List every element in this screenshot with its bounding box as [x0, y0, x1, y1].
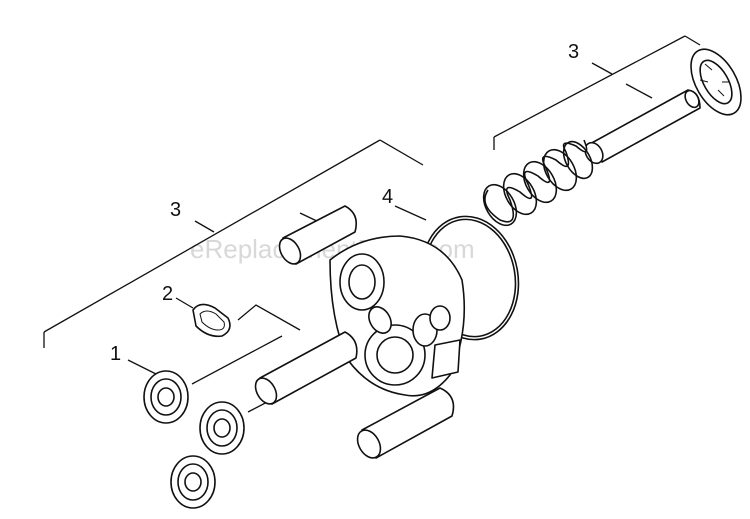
- retaining-ring-part: [690, 48, 742, 116]
- piston-part-left-lower: [356, 387, 455, 459]
- seal-part-upper: [143, 370, 189, 424]
- callout-2: 2: [162, 283, 173, 305]
- piston-part-left-upper: [278, 205, 358, 265]
- spring-part: [482, 139, 594, 227]
- valve-part: [192, 303, 231, 338]
- callout-3-left: 3: [170, 199, 181, 221]
- seal-part-lower: [170, 455, 216, 509]
- callout-3-right: 3: [568, 41, 579, 63]
- bracket-left: [43, 139, 424, 348]
- piston-part-right: [584, 89, 701, 165]
- seal-part-middle: [199, 401, 245, 455]
- pump-head-housing-part: [329, 235, 466, 397]
- callout-1: 1: [110, 343, 121, 365]
- piston-part-left-middle: [254, 306, 392, 405]
- bracket-right: [493, 35, 701, 150]
- callout-4: 4: [382, 186, 393, 208]
